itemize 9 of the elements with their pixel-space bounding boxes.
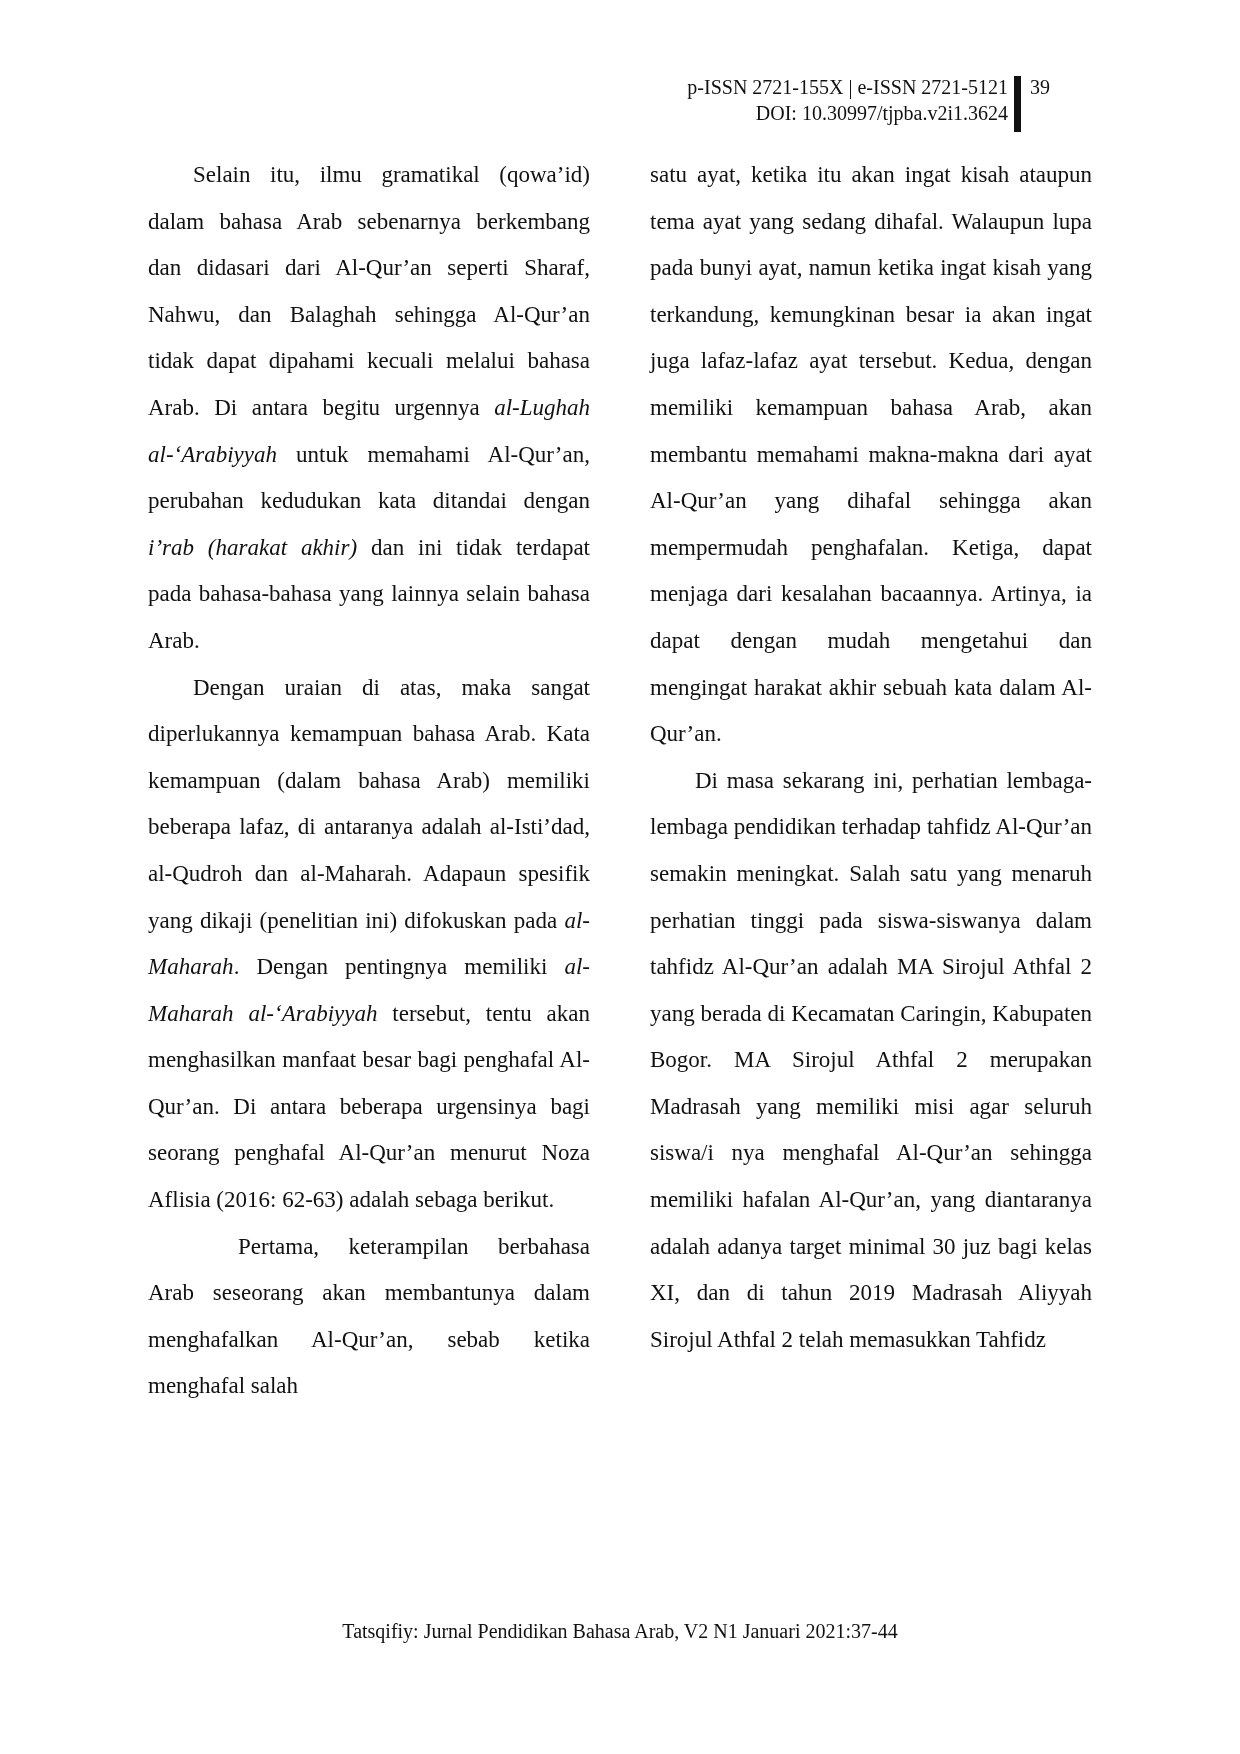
paragraph: Pertama, keterampilan berbahasa Arab seseorang akan membantunya dalam menghafalkan Al-Qur’an, sebab ketika menghafal salah <box>148 1232 590 1401</box>
paragraph: Di masa sekarang ini, perhatian lembaga-lembaga pendidikan terhadap tahfidz Al-Qur’an semakin meningkat. Salah satu yang menaruh perhatian tinggi pada siswa-siswanya dalam tahfidz Al-Qur’an adalah MA Sirojul Athfal 2 yang berada di Kecamatan Caringin, Kabupaten Bogor. MA Sirojul Athfal 2 merupakan Madrasah yang memiliki misi agar seluruh siswa/i nya menghafal Al-Qur’an sehingga memiliki hafalan Al-Qur’an, yang diantaranya adalah adanya target minimal 30 juz bagi kelas XI, dan di tahun 2019 Madrasah Aliyyah Sirojul Athfal 2 telah memasukkan Tahfidz <box>650 766 1092 1354</box>
paragraph: Dengan uraian di atas, maka sangat diperlukannya kemampuan bahasa Arab. Kata kemampuan (dalam bahasa Arab) memiliki beberapa lafaz, di antaranya adalah al-Isti’dad, al-Qudroh dan al-Maharah. Adapaun spesifik yang dikaji (penelitian ini) difokuskan pada al-Maharah. Dengan pentingnya memiliki al-Maharah al-‘Arabiyyah tersebut, tentu akan menghasilkan manfaat besar bagi penghafal Al-Qur’an. Di antara beberapa urgensinya bagi seorang penghafal Al-Qur’an menurut Noza Aflisia (2016: 62-63) adalah sebaga berikut. <box>148 673 590 1215</box>
footer-text: Tatsqifiy: Jurnal Pendidikan Bahasa Arab, V2 N1 Januari 2021:37-44 <box>342 1620 898 1642</box>
page-number: 39 <box>1030 75 1050 100</box>
paragraph: Selain itu, ilmu gramatikal (qowa’id) dalam bahasa Arab sebenarnya berkembang dan didasari dari Al-Qur’an seperti Sharaf, Nahwu, dan Balaghah sehingga Al-Qur’an tidak dapat dipahami kecuali melalui bahasa Arab. Di antara begitu urgennya al-Lughah al-‘Arabiyyah untuk memahami Al-Qur’an, perubahan kedudukan kata ditandai dengan i’rab (harakat akhir) dan ini tidak terdapat pada bahasa-bahasa yang lainnya selain bahasa Arab. <box>148 161 590 655</box>
doi-text: DOI: 10.30997/tjpba.v2i1.3624 <box>755 101 1008 126</box>
paragraph: satu ayat, ketika itu akan ingat kisah ataupun tema ayat yang sedang dihafal. Walaupun lupa pada bunyi ayat, namun ketika ingat kisah yang terkandung, kemungkinan besar ia akan ingat juga lafaz-lafaz ayat tersebut. Kedua, dengan memiliki kemampuan bahasa Arab, akan membantu memahami makna-makna dari ayat Al-Qur’an yang dihafal sehingga akan mempermudah penghafalan. Ketiga, dapat menjaga dari kesalahan bacaannya. Artinya, ia dapat dengan mudah mengetahui dan mengingat harakat akhir sebuah kata dalam Al-Qur’an. <box>650 161 1092 749</box>
issn-text: p-ISSN 2721-155X | e-ISSN 2721-5121 <box>687 75 1008 100</box>
